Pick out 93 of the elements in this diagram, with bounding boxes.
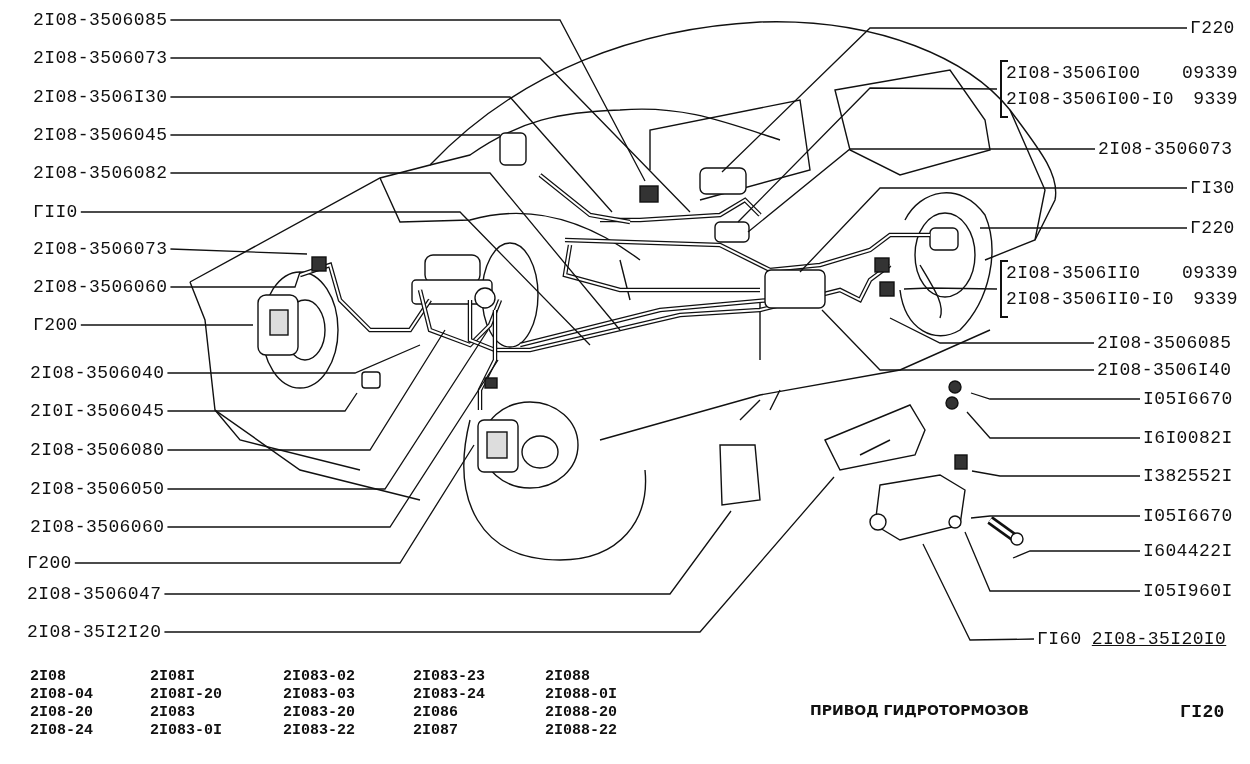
leader-line xyxy=(166,329,489,490)
leader-line xyxy=(799,187,1188,273)
model-code: 2I083-0I xyxy=(150,722,222,739)
leader-line xyxy=(169,57,691,213)
leader-line xyxy=(163,510,732,595)
leader-line xyxy=(889,317,1095,344)
diagram-title: ПРИВОД ГИДРОТОРМОЗОВ xyxy=(810,702,1029,718)
part-number-label: 2I08-3506I00-I0 xyxy=(1006,88,1175,111)
part-number-label: 2I08-3506040 xyxy=(30,363,165,383)
leader-line xyxy=(74,444,475,564)
leader-line xyxy=(163,476,835,633)
leader-line xyxy=(979,227,1188,229)
part-number-label: I05I6670 xyxy=(1143,506,1233,526)
model-code: 2I08-04 xyxy=(30,686,93,703)
part-number-label: Г200 xyxy=(27,553,72,573)
leader-line xyxy=(970,515,1141,519)
leader-line xyxy=(721,27,1188,173)
page-code: ГI20 xyxy=(1180,702,1225,722)
leader-line xyxy=(169,96,613,213)
leader-line xyxy=(971,470,1141,477)
part-number-label: 2I08-3506I40 xyxy=(1097,360,1232,380)
leader-line xyxy=(922,543,1035,641)
part-number-label: 2I08-3506050 xyxy=(30,479,165,499)
part-number-label: 2I08-3506060 xyxy=(30,517,165,537)
part-number-label: 9339 xyxy=(1192,88,1239,111)
part-number-label: 2I08-3506085 xyxy=(1097,333,1232,353)
part-number-label: 2I08-3506085 xyxy=(33,10,168,30)
part-number-label: I604422I xyxy=(1143,541,1233,561)
leader-line xyxy=(821,309,1095,371)
model-code: 2I083-22 xyxy=(283,722,355,739)
part-number-label: ГI30 xyxy=(1190,178,1235,198)
leader-line xyxy=(80,324,254,326)
leader-line xyxy=(169,248,308,255)
model-code: 2I087 xyxy=(413,722,458,739)
part-number-label: I05I6670 xyxy=(1143,389,1233,409)
part-number-label: 2I08-35I2I20 xyxy=(27,622,162,642)
leader-line xyxy=(964,531,1141,592)
part-number-label: ГII0 xyxy=(33,202,78,222)
leader-line xyxy=(166,329,446,451)
part-number-label: 9339 xyxy=(1192,288,1239,311)
model-code: 2I083-23 xyxy=(413,668,485,685)
part-number-label: Г220 xyxy=(1190,218,1235,238)
model-code: 2I088-20 xyxy=(545,704,617,721)
part-number-label: 09339 xyxy=(1182,262,1239,285)
part-number-label: 2I08-3506I00 xyxy=(1006,62,1142,85)
leader-line xyxy=(169,134,501,136)
part-number-label: ГI60 xyxy=(1037,629,1082,649)
leader-line xyxy=(903,287,998,290)
leader-line xyxy=(80,211,591,346)
model-code: 2I086 xyxy=(413,704,458,721)
part-number-label: 2I08-3506080 xyxy=(30,440,165,460)
part-number-label: 2I08-3506073 xyxy=(1098,139,1233,159)
part-number-label: I382552I xyxy=(1143,466,1233,486)
leader-line xyxy=(169,172,621,331)
model-code: 2I08I xyxy=(150,668,195,685)
part-number-label: 2I08-3506047 xyxy=(27,584,162,604)
leader-line xyxy=(169,271,301,288)
model-code: 2I083-02 xyxy=(283,668,355,685)
model-code: 2I083-03 xyxy=(283,686,355,703)
leader-line xyxy=(1012,550,1141,559)
model-code: 2I08I-20 xyxy=(150,686,222,703)
model-code: 2I08-24 xyxy=(30,722,93,739)
leader-line xyxy=(970,392,1141,400)
model-code: 2I08-20 xyxy=(30,704,93,721)
part-number-label: 2I08-3506082 xyxy=(33,163,168,183)
part-number-label: I05I960I xyxy=(1143,581,1233,601)
leader-line xyxy=(169,19,646,182)
model-code: 2I088-22 xyxy=(545,722,617,739)
part-number-label: I6I0082I xyxy=(1143,428,1233,448)
part-number-label: 2I08-3506045 xyxy=(33,125,168,145)
model-code: 2I083-24 xyxy=(413,686,485,703)
part-number-label: 2I0I-3506045 xyxy=(30,401,165,421)
part-number-label: 2I08-3506II0 xyxy=(1006,262,1142,285)
leader-line xyxy=(166,344,421,374)
part-number-label: 09339 xyxy=(1182,62,1239,85)
model-code: 2I088-0I xyxy=(545,686,617,703)
part-number-label: Г220 xyxy=(1190,18,1235,38)
leader-line xyxy=(166,359,499,528)
model-code: 2I08 xyxy=(30,668,66,685)
model-code: 2I083 xyxy=(150,704,195,721)
model-code: 2I088 xyxy=(545,668,590,685)
leader-line xyxy=(737,87,998,223)
leader-line xyxy=(747,148,1096,233)
part-number-label: 2I08-3506060 xyxy=(33,277,168,297)
part-number-label: 2I08-3506073 xyxy=(33,239,168,259)
part-number-label: 2I08-3506I30 xyxy=(33,87,168,107)
part-number-label: 2I08-3506073 xyxy=(33,48,168,68)
model-code: 2I083-20 xyxy=(283,704,355,721)
leader-line xyxy=(166,392,358,412)
part-number-label: Г200 xyxy=(33,315,78,335)
part-number-label: 2I08-3506II0-I0 xyxy=(1006,288,1175,311)
leader-line xyxy=(966,411,1141,439)
part-number-label: 2I08-35I20I0 xyxy=(1091,629,1227,649)
